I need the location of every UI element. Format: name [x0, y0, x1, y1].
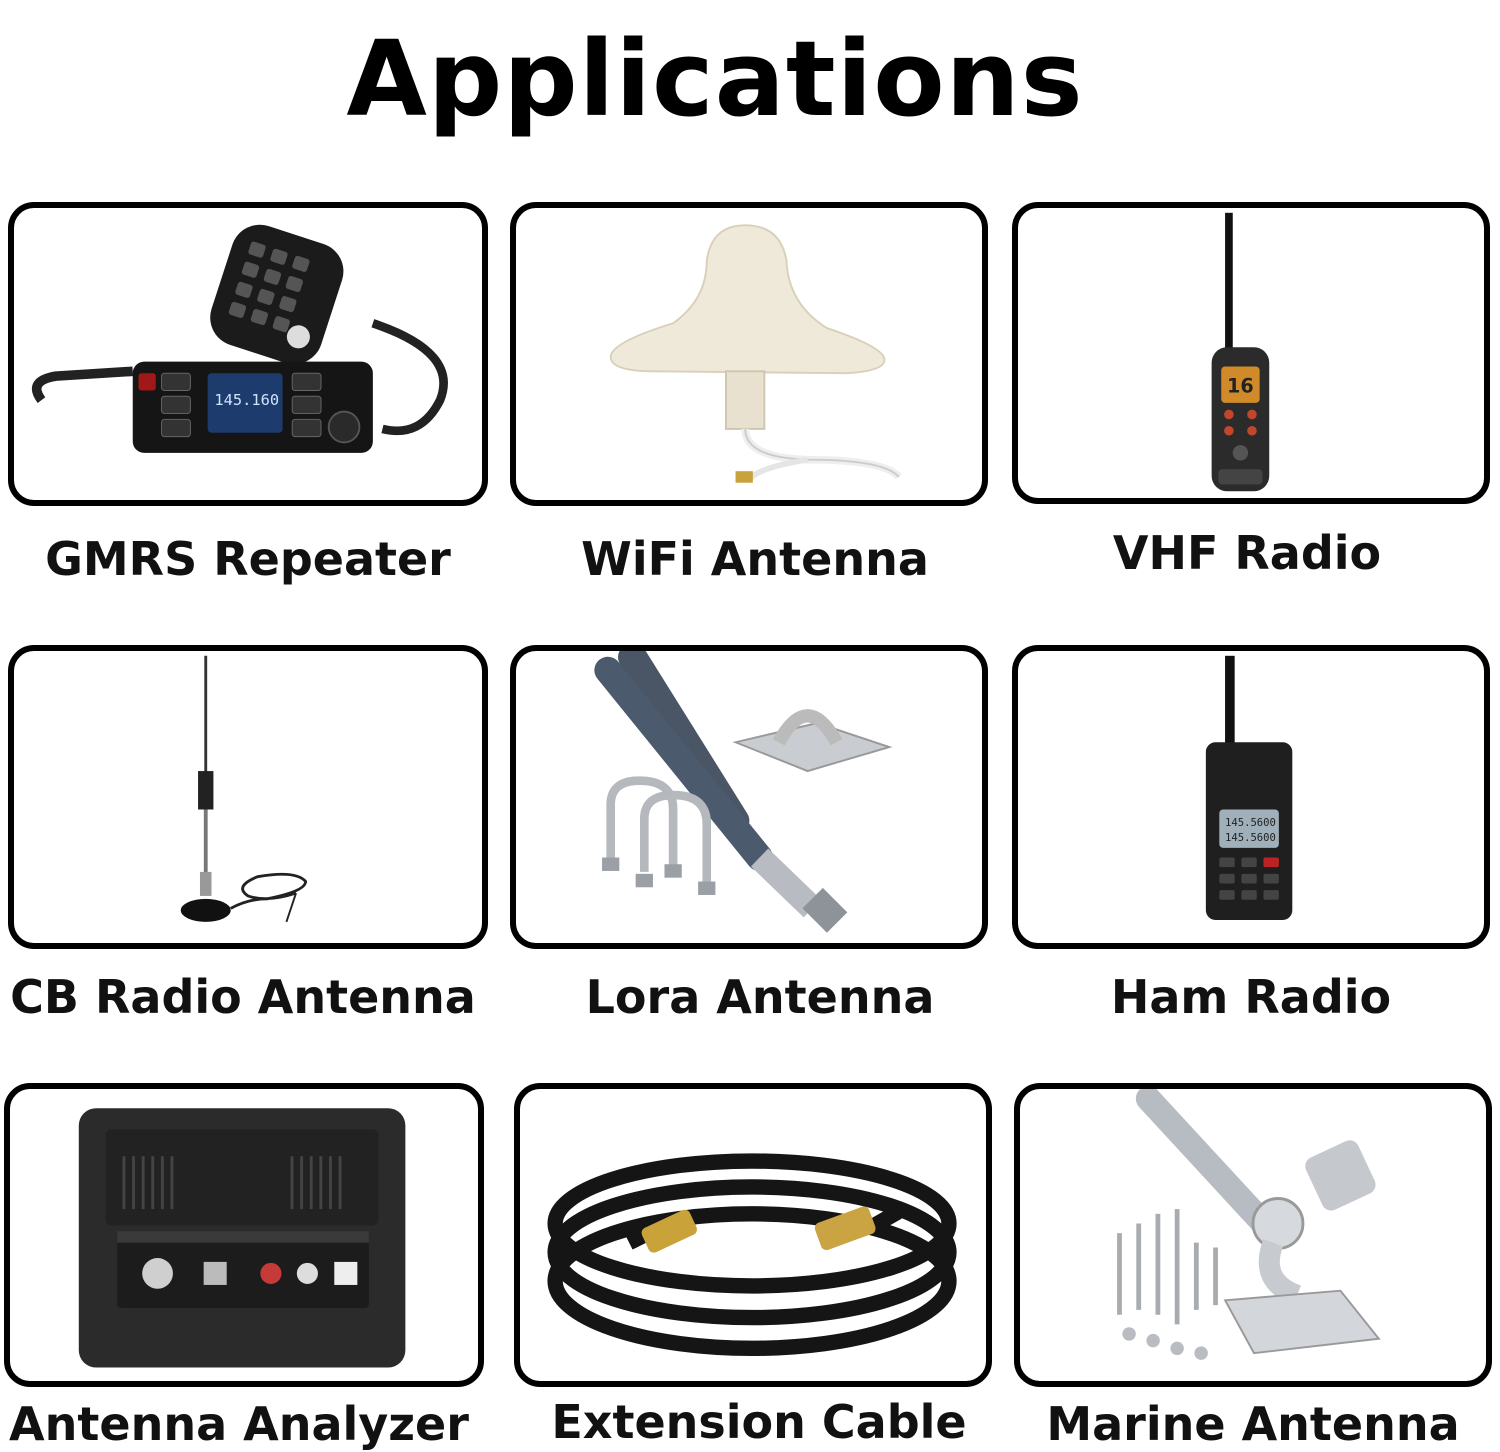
label-ham-radio: Ham Radio — [1110, 970, 1392, 1024]
ham-radio-handheld-icon: 145.5600 145.5600 — [1205, 655, 1293, 920]
ceiling-antenna-icon — [609, 224, 902, 483]
application-card-extension-cable — [514, 1083, 992, 1387]
label-antenna-analyzer: Antenna Analyzer — [9, 1397, 469, 1451]
marine-mount-icon — [1117, 1089, 1381, 1360]
application-card-antenna-analyzer — [4, 1083, 484, 1387]
label-lora-antenna: Lora Antenna — [585, 970, 935, 1024]
analyzer-device-icon — [78, 1108, 406, 1368]
application-card-ham-radio: 145.5600 145.5600 — [1012, 645, 1490, 949]
application-card-lora-antenna — [510, 645, 988, 949]
application-card-marine-antenna — [1014, 1083, 1492, 1387]
handheld-vhf-radio-icon: 16 — [1211, 212, 1270, 492]
magnetic-mount-antenna-icon — [180, 655, 308, 923]
coax-cable-icon — [547, 1153, 957, 1357]
label-vhf-radio: VHF Radio — [1112, 526, 1382, 580]
mobile-radio-icon: 145.160 — [31, 224, 448, 453]
fiberglass-antenna-icon — [594, 651, 893, 933]
label-extension-cable: Extension Cable — [551, 1395, 967, 1449]
page-title: Applications — [346, 18, 1084, 140]
application-card-cb-radio-antenna — [8, 645, 488, 949]
label-wifi-antenna: WiFi Antenna — [581, 532, 929, 586]
svg-text:16: 16 — [1227, 374, 1254, 397]
application-card-gmrs-repeater: 145.160 — [8, 202, 488, 506]
application-card-wifi-antenna — [510, 202, 988, 506]
svg-text:145.160: 145.160 — [214, 391, 279, 409]
label-gmrs-repeater: GMRS Repeater — [45, 532, 451, 586]
label-marine-antenna: Marine Antenna — [1046, 1397, 1460, 1451]
application-card-vhf-radio: 16 — [1012, 202, 1490, 504]
label-cb-radio-antenna: CB Radio Antenna — [10, 970, 476, 1024]
svg-text:145.5600: 145.5600 — [1225, 817, 1276, 829]
svg-text:145.5600: 145.5600 — [1225, 832, 1276, 844]
